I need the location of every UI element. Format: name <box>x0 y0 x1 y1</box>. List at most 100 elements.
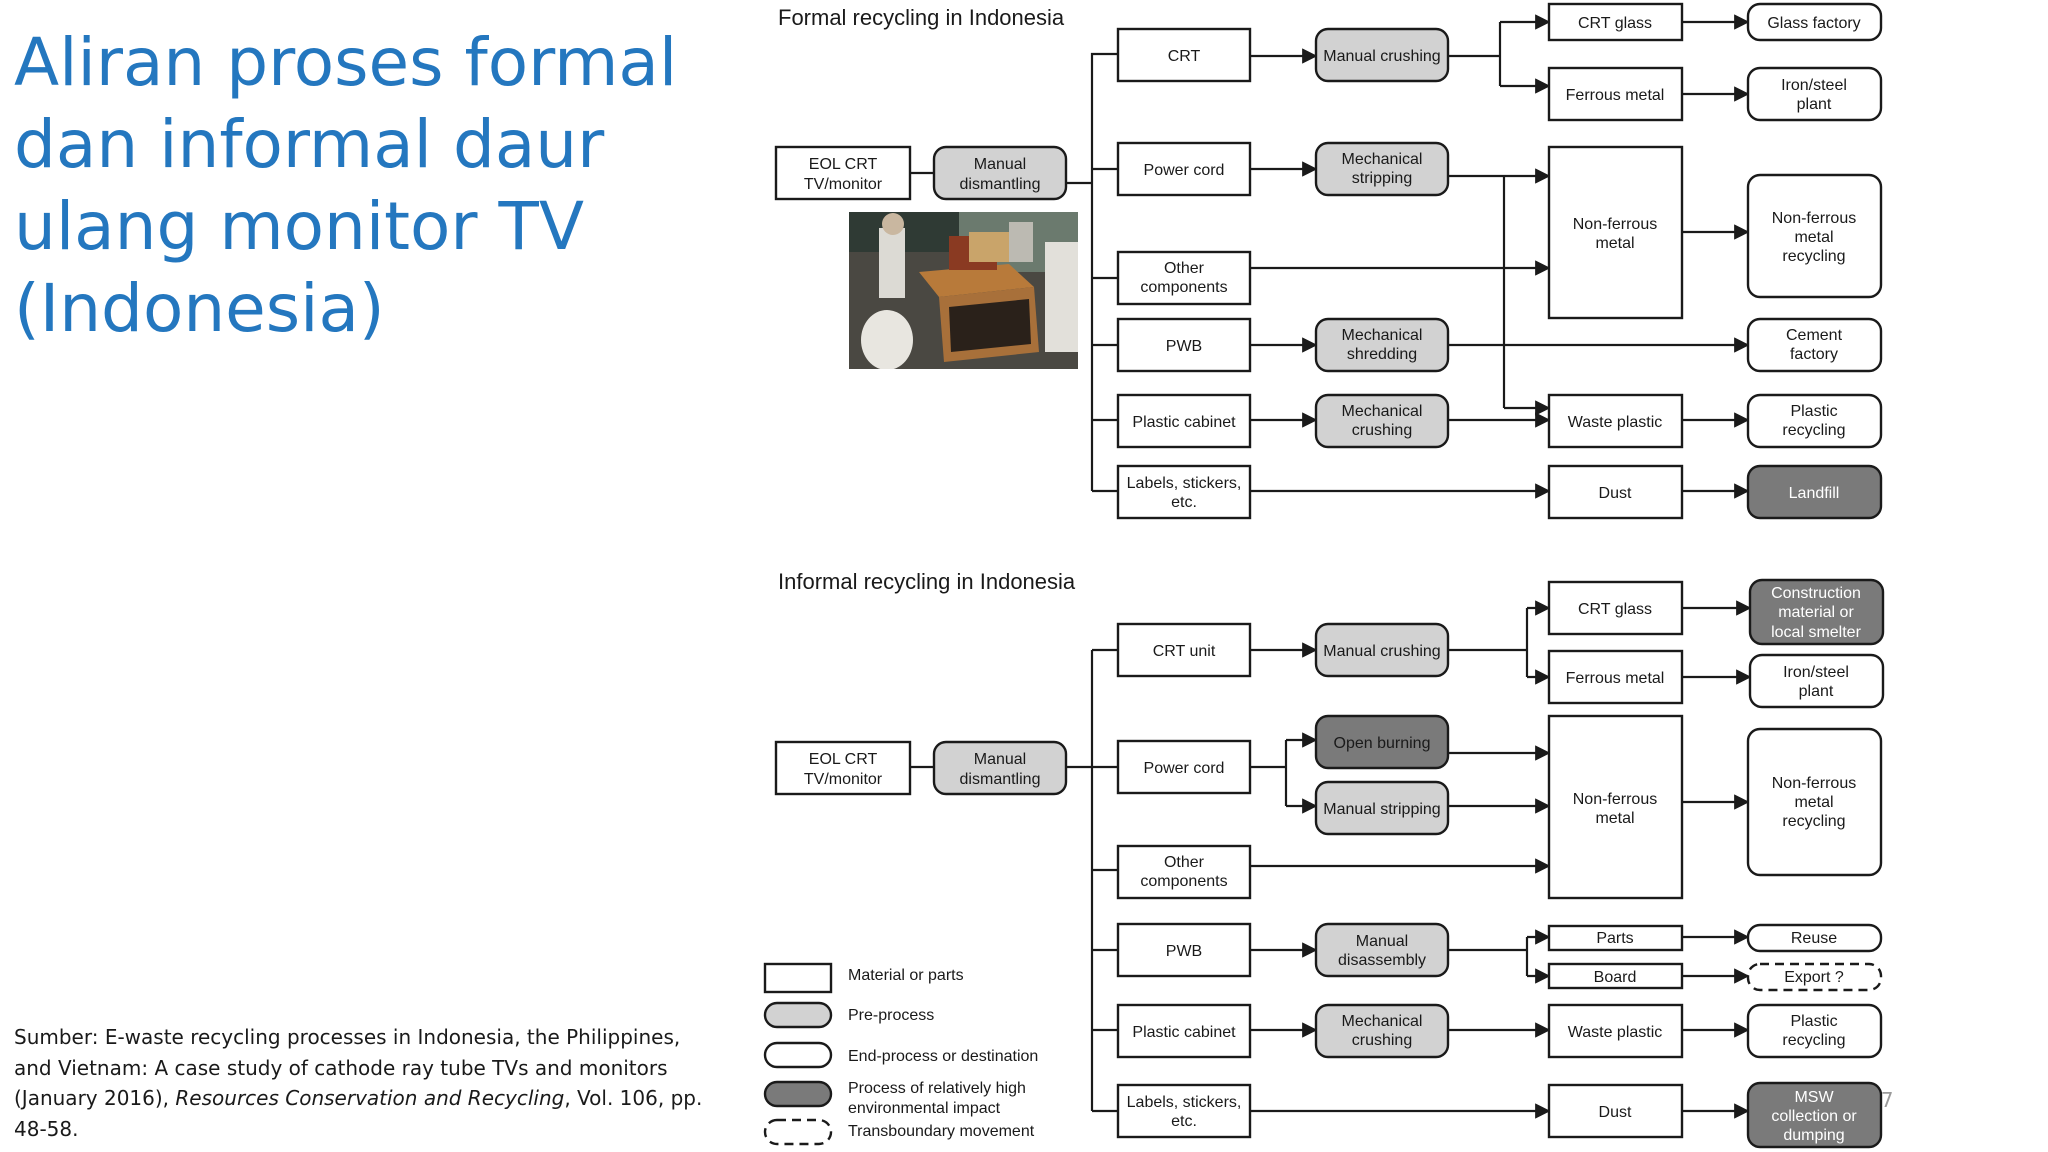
legend-label: Material or parts <box>848 967 964 984</box>
formal-component-power-cord: Power cord <box>1116 141 1252 197</box>
informal-component-label: CRT unit <box>1153 643 1216 660</box>
legend-label: environmental impact <box>848 1100 1001 1117</box>
formal-material-waste-plastic: Waste plastic <box>1547 393 1684 449</box>
informal-dismantling-label: dismantling <box>960 771 1041 788</box>
informal-process-label: Manual crushing <box>1323 643 1440 660</box>
informal-material-label: Dust <box>1599 1104 1632 1121</box>
formal-material-label: metal <box>1595 235 1634 252</box>
slide-title-line: (Indonesia) <box>14 270 385 347</box>
formal-source-node: EOL CRT TV/monitor <box>774 145 912 201</box>
informal-material-label: Board <box>1594 969 1637 986</box>
formal-component-pwb: PWB <box>1116 317 1252 373</box>
informal-process-label: Open burning <box>1334 735 1431 752</box>
legend-item-material: Material or parts <box>763 962 964 994</box>
informal-process-label: Mechanical <box>1342 1013 1423 1030</box>
dismantling-photo <box>849 212 1078 369</box>
legend-item-high-impact: Process of relatively high environmental… <box>763 1080 1026 1117</box>
formal-section-title: Formal recycling in Indonesia <box>778 5 1065 30</box>
informal-destination-label: dumping <box>1783 1127 1844 1144</box>
formal-destination-label: metal <box>1794 229 1833 246</box>
formal-destination-plastic-recycling: Plastic recycling <box>1746 393 1883 449</box>
informal-component-labels: Labels, stickers, etc. <box>1116 1083 1252 1139</box>
informal-destination-label: plant <box>1799 683 1834 700</box>
formal-component-other-label: components <box>1140 279 1227 296</box>
formal-destination-label: Iron/steel <box>1781 77 1847 94</box>
informal-connectors <box>1066 600 1752 1119</box>
legend-label: Pre-process <box>848 1007 934 1024</box>
informal-material-dust: Dust <box>1547 1083 1684 1139</box>
slide-title: Aliran proses formal dan informal daur u… <box>14 22 694 350</box>
informal-component-label: Other <box>1164 854 1205 871</box>
formal-component-plastic-cabinet: Plastic cabinet <box>1116 393 1252 449</box>
formal-component-crt: CRT <box>1116 27 1252 83</box>
source-journal: Resources Conservation and Recycling <box>175 1086 565 1110</box>
informal-destination-label: Construction <box>1771 585 1861 602</box>
informal-destination-label: MSW <box>1794 1089 1834 1106</box>
formal-component-power-cord-label: Power cord <box>1144 162 1225 179</box>
informal-material-non-ferrous-metal: Non-ferrous metal <box>1547 714 1684 900</box>
informal-component-other: Other components <box>1116 844 1252 900</box>
formal-dismantling-label: dismantling <box>960 176 1041 193</box>
formal-process-mechanical-shredding: Mechanical shredding <box>1314 317 1450 373</box>
formal-destination-label: recycling <box>1782 248 1845 265</box>
formal-process-label: Manual crushing <box>1323 48 1440 65</box>
informal-component-crt-unit: CRT unit <box>1116 622 1252 678</box>
informal-destination-reuse: Reuse <box>1746 923 1883 953</box>
informal-destination-label: Non-ferrous <box>1772 775 1856 792</box>
informal-destination-msw: MSW collection or dumping <box>1746 1081 1883 1149</box>
formal-material-label: Non-ferrous <box>1573 216 1657 233</box>
informal-material-label: metal <box>1595 810 1634 827</box>
formal-destination-label: plant <box>1797 96 1832 113</box>
formal-process-mechanical-crushing: Mechanical crushing <box>1314 393 1450 449</box>
legend-item-preprocess: Pre-process <box>763 1001 934 1029</box>
formal-connectors <box>1066 14 1750 499</box>
informal-dismantling-label: Manual <box>974 751 1026 768</box>
informal-destination-construction: Construction material or local smelter <box>1748 578 1885 646</box>
informal-component-label: Plastic cabinet <box>1132 1024 1236 1041</box>
formal-component-plastic-cabinet-label: Plastic cabinet <box>1132 414 1236 431</box>
formal-process-label: stripping <box>1352 170 1412 187</box>
informal-section-title: Informal recycling in Indonesia <box>778 569 1076 594</box>
informal-destination-label: local smelter <box>1771 624 1861 641</box>
informal-destination-iron-steel-plant: Iron/steel plant <box>1748 653 1885 709</box>
informal-material-label: Parts <box>1596 930 1633 947</box>
formal-process-manual-crushing: Manual crushing <box>1314 27 1450 83</box>
informal-material-label: Waste plastic <box>1568 1024 1663 1041</box>
formal-destination-iron-steel-plant: Iron/steel plant <box>1746 66 1883 122</box>
source-citation-volume: , Vol. 106, pp. 48-58. <box>14 1086 703 1141</box>
informal-process-mechanical-crushing: Mechanical crushing <box>1314 1003 1450 1059</box>
formal-component-crt-label: CRT <box>1168 48 1201 65</box>
formal-process-label: Mechanical <box>1342 151 1423 168</box>
informal-destination-label: Plastic <box>1790 1013 1837 1030</box>
informal-dismantling-node: Manual dismantling <box>932 740 1068 796</box>
formal-destination-non-ferrous-recycling: Non-ferrous metal recycling <box>1746 173 1883 299</box>
formal-destination-label: Glass factory <box>1767 15 1860 32</box>
formal-process-label: crushing <box>1352 422 1412 439</box>
formal-component-pwb-label: PWB <box>1166 338 1202 355</box>
informal-source-label: TV/monitor <box>804 771 883 788</box>
legend-item-end-process: End-process or destination <box>763 1041 1038 1069</box>
formal-destination-glass-factory: Glass factory <box>1746 2 1883 42</box>
formal-material-ferrous-metal: Ferrous metal <box>1547 66 1684 122</box>
formal-component-other: Other components <box>1116 250 1252 306</box>
informal-destination-label: Reuse <box>1791 930 1837 947</box>
informal-material-parts: Parts <box>1547 924 1684 952</box>
informal-material-label: Ferrous metal <box>1566 670 1665 687</box>
source-citation: Sumber: E-waste recycling processes in I… <box>14 1022 714 1144</box>
formal-destination-cement-factory: Cement factory <box>1746 317 1883 373</box>
informal-component-pwb: PWB <box>1116 922 1252 978</box>
formal-component-other-label: Other <box>1164 260 1205 277</box>
formal-destination-label: Plastic <box>1790 403 1837 420</box>
legend: Material or parts Pre-process End-proces… <box>763 962 1038 1146</box>
formal-source-label: TV/monitor <box>804 176 883 193</box>
informal-destination-label: Export ? <box>1784 969 1844 986</box>
informal-process-label: Manual <box>1356 933 1408 950</box>
formal-dismantling-node: Manual dismantling <box>932 145 1068 201</box>
formal-destination-label: factory <box>1790 346 1838 363</box>
informal-component-label: Power cord <box>1144 760 1225 777</box>
informal-material-crt-glass: CRT glass <box>1547 580 1684 636</box>
formal-destination-label: recycling <box>1782 422 1845 439</box>
informal-material-board: Board <box>1547 962 1684 990</box>
legend-label: Transboundary movement <box>848 1123 1035 1140</box>
